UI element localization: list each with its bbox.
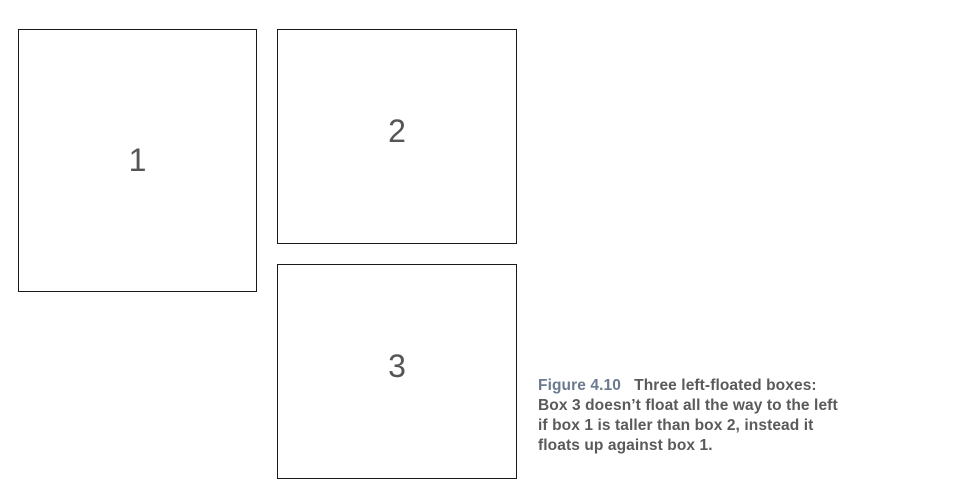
box-2: 2 (277, 29, 517, 244)
figure-number: Figure 4.10 (538, 377, 621, 394)
caption-line-1: Figure 4.10 Three left-floated boxes: (538, 376, 974, 396)
box-3: 3 (277, 264, 517, 479)
box-3-label: 3 (388, 348, 406, 384)
caption-text-1: Three left-floated boxes: (634, 377, 817, 394)
caption-line-3: if box 1 is taller than box 2, instead i… (538, 417, 814, 434)
box-2-label: 2 (388, 113, 406, 149)
caption-line-2: Box 3 doesn’t float all the way to the l… (538, 397, 838, 414)
caption-line-4: floats up against box 1. (538, 437, 713, 454)
figure-caption: Figure 4.10 Three left-floated boxes: Bo… (538, 376, 974, 456)
box-1: 1 (18, 29, 257, 292)
box-1-label: 1 (128, 142, 147, 178)
